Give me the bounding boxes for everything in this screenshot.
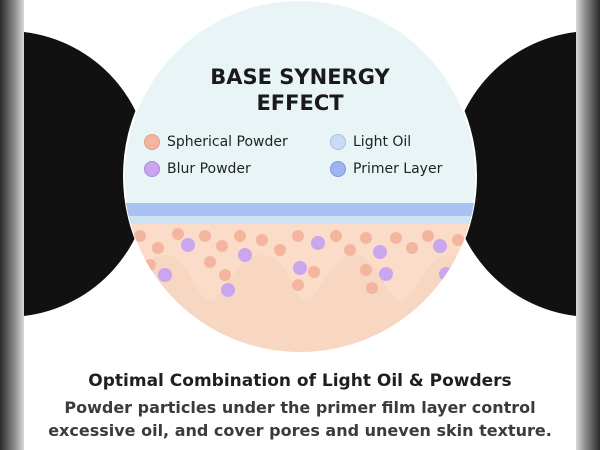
left-edge-shade [0, 0, 24, 450]
light-oil-band [124, 216, 476, 224]
left-dark-half-circle [24, 32, 151, 316]
primer-layer-band [124, 203, 476, 216]
legend-label: Primer Layer [353, 161, 443, 177]
legend: Spherical Powder Light Oil Blur Powder P… [0, 0, 600, 200]
legend-item-spherical-powder: Spherical Powder [144, 134, 288, 150]
light-oil-dot-icon [330, 134, 346, 150]
caption-line-1: Powder particles under the primer film l… [64, 398, 536, 417]
particles [134, 228, 466, 297]
caption-heading: Optimal Combination of Light Oil & Powde… [88, 371, 512, 391]
title-line-2: EFFECT [256, 91, 344, 115]
caption-line-2: excessive oil, and cover pores and uneve… [48, 421, 552, 440]
blur-powder-dot-icon [144, 161, 160, 177]
legend-label: Spherical Powder [167, 134, 288, 150]
primer-layer-dot-icon [330, 161, 346, 177]
diagram-title: BASE SYNERGY EFFECT [150, 64, 450, 116]
spherical-powder-dot-icon [144, 134, 160, 150]
right-dark-half-circle [449, 32, 576, 316]
title-line-1: BASE SYNERGY [210, 65, 390, 89]
legend-label: Light Oil [353, 134, 412, 150]
legend-label: Blur Powder [167, 161, 251, 177]
legend-item-light-oil: Light Oil [330, 134, 411, 150]
right-edge-shade [576, 0, 600, 450]
legend-item-primer-layer: Primer Layer [330, 161, 442, 177]
legend-item-blur-powder: Blur Powder [144, 161, 251, 177]
